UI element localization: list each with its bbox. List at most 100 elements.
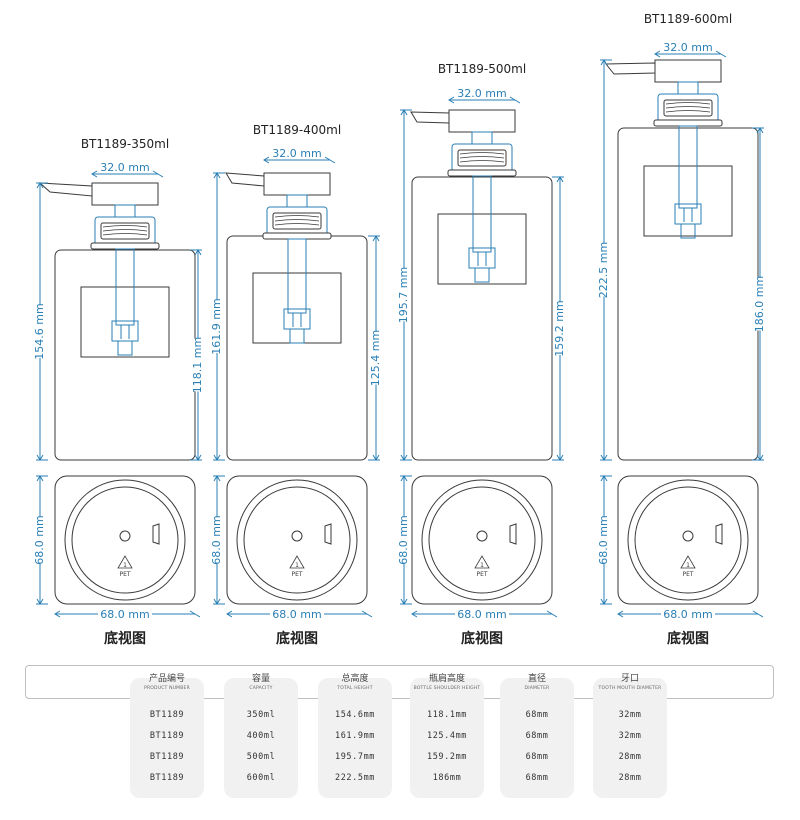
bottle-1-total-height-label-group: 154.6 mm [33,303,47,360]
bottle-4-title: BT1189-600ml [644,12,732,26]
bottle-3-shoulder-height-line-top-arrow [556,176,564,183]
bottle-3-base-diameter-h-line-right-arrow [546,610,558,618]
bottle-4-shoulder-height-line-bottom-arrow [756,454,764,461]
bottle-4-base-diameter-v-line-top-arrow [600,475,608,482]
bottle-1-title: BT1189-350ml [81,137,169,151]
spec-cell: 28mm [618,752,642,762]
spec-header-en: TOTAL HEIGHT [337,686,373,691]
spec-cell: 28mm [618,773,642,783]
bottle-3-base-diameter-h-label: 68.0 mm [457,608,506,621]
bottle-3-recycle-label: PET [476,571,487,578]
spec-column-bg [500,678,574,798]
bottle-1-width-dim-line-left-arrow [91,170,98,178]
bottle-1-base-diameter-h-label: 68.0 mm [100,608,149,621]
bottle-2-base-gate-mark [291,530,303,542]
bottle-1-total-height-line-top-arrow [36,182,44,189]
bottle-4-base-outer-ring [627,479,749,601]
bottle-3-pump-spout [410,111,450,124]
bottle-4-thread-line [665,106,711,109]
bottle-2-body [226,235,368,461]
bottle-1-base-diameter-v-line-bottom-arrow [36,598,44,605]
bottle-3-width-dim-line-left-arrow [448,96,455,104]
bottle-3-pump-thread [457,149,507,167]
spec-cell: 68mm [525,731,549,741]
bottle-2-width-dim-label: 32.0 mm [272,147,321,160]
bottle-1-shoulder-height-line-top-arrow [194,249,202,256]
bottle-3-recycle-number: 1 [480,562,484,569]
bottle-4-base-diameter-h-line-right-arrow [752,610,764,618]
bottle-3-label-window [437,213,527,285]
bottle-4-base-diameter-v-label-group: 68.0 mm [597,515,611,565]
bottle-3-base-diameter-v-line-bottom-arrow [400,598,408,605]
bottle-2-base-caption: 底视图 [276,630,318,647]
bottle-2-thread-line [274,223,320,226]
bottle-2-shoulder-height-label-bg [369,331,383,385]
bottle-4-base-diameter-v-label-bg [597,516,611,564]
bottle-4-width-dim-line-right-arrow [715,50,727,58]
bottle-3-shoulder-height-label: 159.2 mm [553,300,566,356]
bottle-2-pump-stem [286,194,308,208]
bottle-1-shoulder-height-label-bg [191,338,205,392]
bottle-2-base-diameter-v-line-top-arrow [213,475,221,482]
bottle-4-body [617,127,759,461]
bottle-4-shoulder-height-label-bg [753,277,767,331]
spec-header-zh: 产品编号 [148,674,185,684]
bottle-2-total-height-label-bg [210,300,224,353]
bottle-1-total-height-label: 154.6 mm [33,303,46,359]
bottle-4-pump-neck-ring [653,119,723,127]
bottle-2-title: BT1189-400ml [253,123,341,137]
bottle-4-recycle-icon [680,555,696,569]
spec-header-zh: 总高度 [341,674,369,684]
bottle-4-base-diameter-h-label: 68.0 mm [663,608,712,621]
bottle-1-pump-thread [100,222,150,240]
spec-column-bg [410,678,484,798]
bottle-2-base-diameter-v-label-group: 68.0 mm [210,515,224,565]
spec-cell: BT1189 [149,710,185,720]
bottle-3-total-height-label: 195.7 mm [397,267,410,323]
spec-cell: 159.2mm [426,752,468,762]
bottle-1-label-window [80,286,170,358]
spec-cell: 195.7mm [334,752,376,762]
bottle-2-pump-cylinder [287,238,307,314]
spec-column-bg [318,678,392,798]
bottle-4-base-inner-ring [634,486,742,594]
spec-header-zh: 容量 [251,674,270,684]
bottle-3-body [411,176,553,461]
bottle-1-total-height-label-bg [33,305,47,358]
bottle-2-base-diameter-h-bg [270,607,324,620]
bottle-3-base-diameter-v-label-group: 68.0 mm [397,515,411,565]
bottle-3-base-diameter-v-line-top-arrow [400,475,408,482]
bottle-4-shoulder-height-label-group: 186.0 mm [753,276,767,332]
bottle-1-width-dim-bg [99,161,151,173]
bottle-1-width-dim-line-right-arrow [152,170,164,178]
bottle-3-base-diameter-v-label-bg [397,516,411,564]
bottle-2-width-dim-line-right-arrow [324,156,336,164]
bottle-4-pump-thread [663,99,713,117]
bottle-1-base-diameter-v-label-group: 68.0 mm [33,515,47,565]
bottle-3-pump-stem [471,131,493,145]
bottle-4-recycle-number: 1 [686,562,690,569]
spec-cell: BT1189 [149,773,185,783]
bottle-3-total-height-label-bg [397,268,411,322]
bottle-4-pump-cylinder [678,125,698,209]
bottle-4-base-diameter-h-line-left-arrow [617,610,624,618]
bottle-4-thread-line [665,102,711,105]
spec-column-bg [224,678,298,798]
spec-cell: 154.6mm [334,710,376,720]
bottle-2-thread-line [274,219,320,222]
bottle-1-pump-stem [114,204,136,218]
bottle-1-base-caption: 底视图 [104,630,146,647]
spec-header-en: BOTTLE SHOULDER HEIGHT [413,686,481,691]
spec-cell: 118.1mm [426,710,468,720]
spec-cell: BT1189 [149,731,185,741]
bottle-3-thread-line [459,160,505,163]
bottle-4-width-dim-bg [662,41,714,53]
bottle-4-width-dim-line-left-arrow [654,50,661,58]
spec-cell: 161.9mm [334,731,376,741]
bottle-4-shoulder-height-line-top-arrow [756,127,764,134]
bottle-2-recycle-label: PET [291,571,302,578]
